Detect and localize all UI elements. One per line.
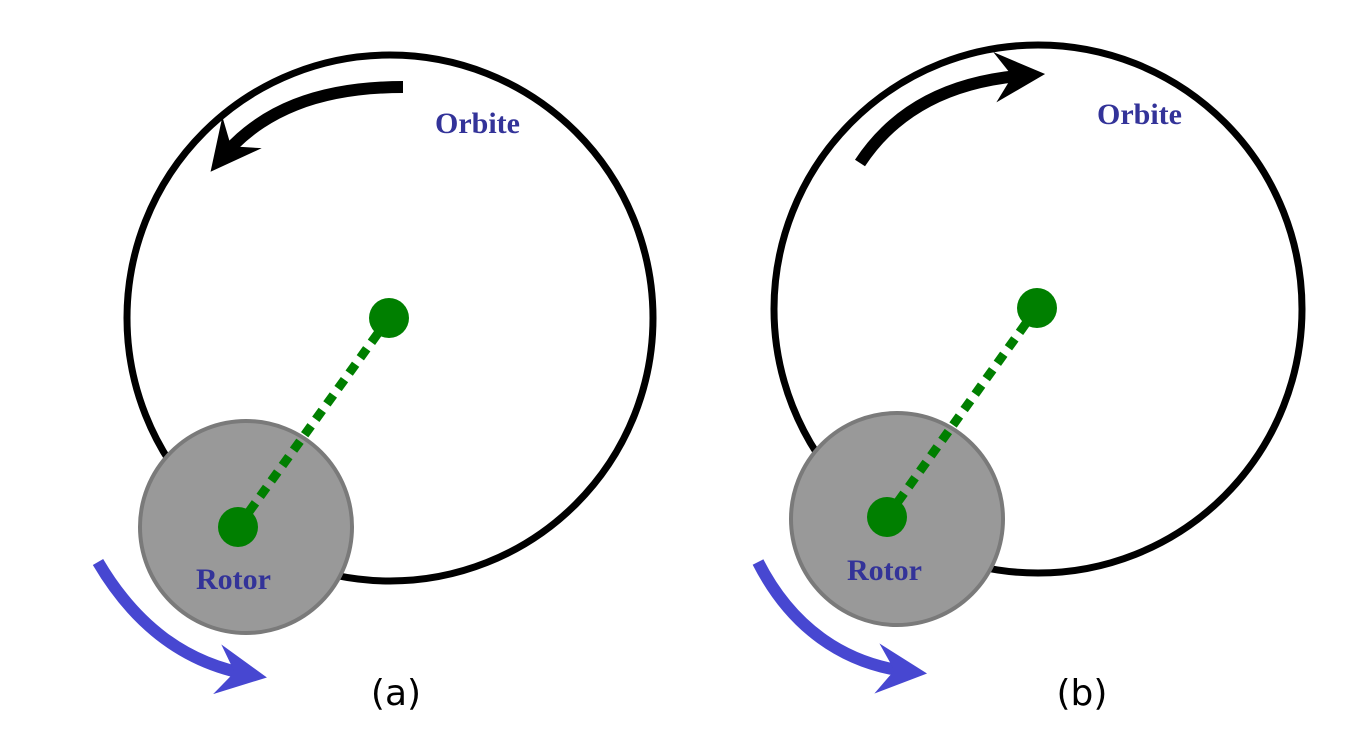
orbit-label: Orbite	[435, 107, 520, 140]
orbit-center-dot	[1017, 288, 1057, 328]
orbit-center-dot	[369, 298, 409, 338]
eccentricity-line	[883, 305, 1041, 520]
rotor-spin-arrow	[92, 558, 267, 695]
rotor-center-dot	[218, 507, 258, 547]
panel-b: Orbite Rotor (b)	[752, 41, 1306, 714]
panel-caption: (b)	[1057, 673, 1108, 714]
eccentricity-line	[234, 315, 393, 530]
rotor-label: Rotor	[196, 563, 271, 596]
orbit-label: Orbite	[1097, 98, 1182, 131]
rotor-label: Rotor	[847, 554, 922, 587]
orbit-direction-arrow	[210, 81, 404, 172]
rotor-spin-arrow	[752, 559, 928, 694]
orbit-circle	[770, 41, 1306, 577]
orbit-direction-arrow	[854, 52, 1046, 167]
panel-caption: (a)	[371, 673, 421, 714]
orbit-circle	[123, 51, 657, 585]
panel-a: Orbite Rotor (a)	[92, 51, 657, 714]
rotor-center-dot	[867, 497, 907, 537]
